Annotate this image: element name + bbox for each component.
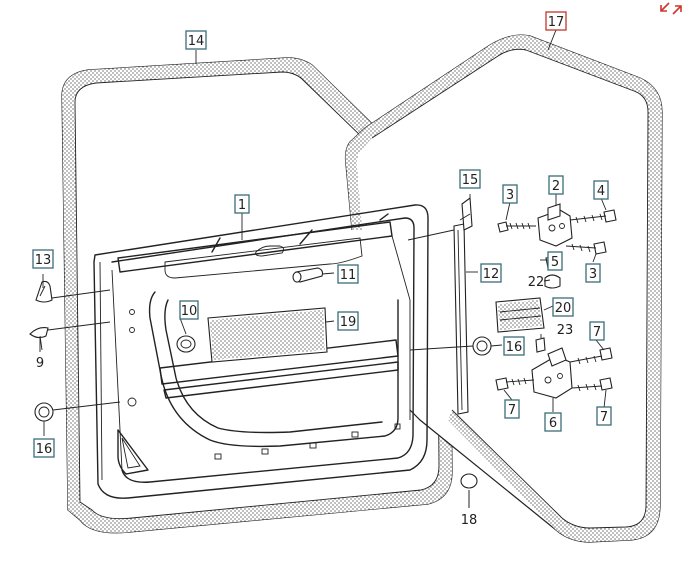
callout-23: 23 (557, 323, 574, 338)
callout-14: 14 (185, 30, 207, 50)
bolt-7-upper-right (569, 347, 613, 365)
callout-3: 3 (585, 263, 601, 283)
callout-2: 2 (548, 175, 564, 195)
part-16-plug-left (34, 402, 54, 422)
part-12-strip (453, 223, 469, 415)
callout-11: 11 (337, 264, 359, 284)
callout-box (548, 175, 564, 195)
callout-box (480, 263, 502, 283)
part-10-grommet (176, 335, 196, 353)
callout-number: 16 (506, 340, 523, 355)
callout-number: 3 (589, 267, 597, 282)
callout-13: 13 (32, 249, 54, 269)
callout-5: 5 (547, 251, 563, 271)
callout-number: 2 (552, 179, 560, 194)
callout-box (33, 438, 55, 458)
callout-box (179, 300, 199, 320)
callout-18: 18 (461, 513, 478, 528)
callout-number: 19 (340, 315, 357, 330)
callout-box (503, 336, 525, 356)
callout-10: 10 (179, 300, 199, 320)
callout-number: 7 (593, 325, 601, 340)
callout-number: 13 (35, 253, 52, 268)
callout-number: 12 (483, 267, 500, 282)
part-22-cap (544, 274, 561, 289)
callout-number: 23 (557, 323, 574, 338)
part-16-plug-right (472, 336, 492, 356)
bolt-7-left (495, 377, 535, 391)
callout-7: 7 (504, 399, 520, 419)
door-shell (93, 204, 429, 499)
part-2-hinge-upper (537, 203, 573, 247)
callout-number: 10 (181, 304, 198, 319)
callout-number: 20 (555, 301, 572, 316)
callout-22: 22 (528, 275, 545, 290)
callout-12: 12 (480, 263, 502, 283)
callout-number: 7 (600, 410, 608, 425)
callout-number: 18 (461, 513, 478, 528)
part-11-cylinder (292, 267, 324, 283)
callout-number: 6 (549, 416, 557, 431)
part-9-clip (29, 327, 49, 351)
callout-16: 16 (33, 438, 55, 458)
callout-box (337, 264, 359, 284)
callout-16: 16 (503, 336, 525, 356)
callout-4: 4 (593, 180, 609, 200)
callout-19: 19 (337, 311, 359, 331)
callout-3: 3 (502, 184, 518, 204)
callout-box (502, 184, 518, 204)
insulation-pad (207, 307, 328, 363)
leader-lines (39, 29, 607, 508)
callout-box (504, 399, 520, 419)
callout-box (337, 311, 359, 331)
bolt-3-upper (497, 221, 536, 233)
door-opening-seal (344, 34, 663, 543)
callout-number: 16 (36, 442, 53, 457)
callout-box (593, 180, 609, 200)
callout-number: 22 (528, 275, 545, 290)
bolt-3-lower (565, 241, 607, 255)
callout-number: 15 (462, 173, 479, 188)
callout-box (544, 412, 562, 432)
callout-box (585, 263, 601, 283)
callout-7: 7 (596, 406, 612, 426)
callout-box (596, 406, 612, 426)
callout-15: 15 (459, 169, 481, 189)
callout-number: 1 (238, 198, 246, 213)
callout-20: 20 (552, 297, 574, 317)
part-15-bracket (459, 196, 473, 231)
callout-box (32, 249, 54, 269)
expand-arrows-icon[interactable] (655, 0, 687, 18)
part-6-hinge-lower (531, 347, 573, 399)
callout-1: 1 (234, 194, 250, 214)
callout-box (589, 321, 605, 341)
callout-number: 11 (340, 268, 357, 283)
callout-number: 9 (36, 356, 44, 371)
part-13-trim (35, 280, 53, 303)
callout-number: 14 (188, 34, 205, 49)
callout-box (234, 194, 250, 214)
callout-9: 9 (36, 356, 44, 371)
part-20-pad (495, 297, 545, 333)
callout-number: 17 (548, 15, 565, 30)
callout-box (545, 11, 567, 31)
bolt-4 (569, 209, 617, 224)
callout-box (547, 251, 563, 271)
callout-17: 17 (545, 11, 567, 31)
callout-7: 7 (589, 321, 605, 341)
callout-number: 5 (551, 255, 559, 270)
part-23-pin (535, 337, 546, 353)
callout-box (459, 169, 481, 189)
callout-number: 7 (508, 403, 516, 418)
callout-box (552, 297, 574, 317)
callout-6: 6 (544, 412, 562, 432)
callout-number: 3 (506, 188, 514, 203)
bolt-7-lower-right (571, 377, 613, 392)
callout-box (185, 30, 207, 50)
callout-number: 4 (597, 184, 605, 199)
